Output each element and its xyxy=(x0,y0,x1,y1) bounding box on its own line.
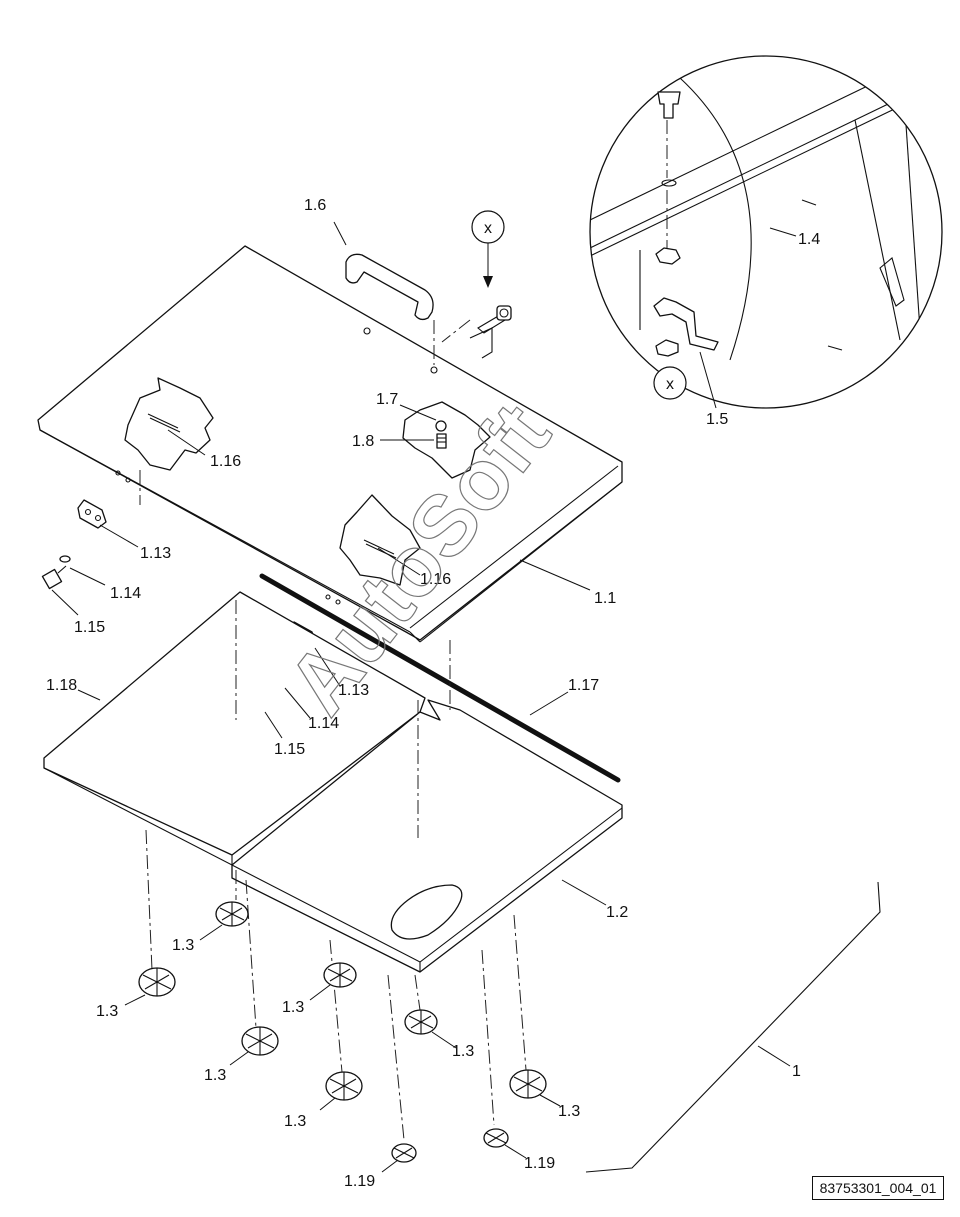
label-1-19-b: 1.19 xyxy=(524,1155,555,1172)
foot-1 xyxy=(215,901,249,927)
lock-assembly xyxy=(441,305,512,359)
label-1-8: 1.8 xyxy=(352,433,374,450)
foot-8 xyxy=(391,1143,417,1163)
label-1-3-g: 1.3 xyxy=(558,1103,580,1120)
label-1-3-b: 1.3 xyxy=(96,1003,118,1020)
label-1-18: 1.18 xyxy=(46,677,77,694)
svg-text:x: x xyxy=(484,220,492,237)
callout-x-detail: x xyxy=(653,366,687,400)
hinge-left xyxy=(77,499,107,529)
label-1-3-a: 1.3 xyxy=(172,937,194,954)
foot-parts xyxy=(138,901,547,1163)
washer-left xyxy=(59,555,71,563)
foot-5 xyxy=(404,1009,438,1035)
cutout-window-left xyxy=(124,377,214,471)
bolt-left xyxy=(41,565,67,590)
label-1-14-b: 1.14 xyxy=(308,715,339,732)
assembly-bracket xyxy=(585,881,881,1173)
foot-2 xyxy=(138,967,176,997)
right-panel-part xyxy=(231,699,623,973)
label-1-19-a: 1.19 xyxy=(344,1173,375,1190)
foot-9 xyxy=(483,1128,509,1148)
rod-part xyxy=(259,573,621,783)
detail-view xyxy=(589,55,943,409)
label-1-3-c: 1.3 xyxy=(282,999,304,1016)
label-1-15-a: 1.15 xyxy=(74,619,105,636)
label-1: 1 xyxy=(792,1063,801,1080)
label-1-5: 1.5 xyxy=(706,411,728,428)
handle-part xyxy=(345,253,434,321)
bolt-part-1-8 xyxy=(435,420,447,449)
part-labels: 1.6 1.7 1.8 1.16 1.16 1.1 1.13 1.14 1.15… xyxy=(46,197,820,1190)
label-1-7: 1.7 xyxy=(376,391,398,408)
label-1-3-f: 1.3 xyxy=(284,1113,306,1130)
label-1-17: 1.17 xyxy=(568,677,599,694)
label-1-14-a: 1.14 xyxy=(110,585,141,602)
label-1-2: 1.2 xyxy=(606,904,628,921)
assembly-lines xyxy=(139,320,527,1141)
label-1-16-b: 1.16 xyxy=(420,571,451,588)
label-1-13-a: 1.13 xyxy=(140,545,171,562)
drawing-id: 83753301_004_01 xyxy=(812,1176,944,1200)
top-cover-part xyxy=(37,245,623,643)
foot-6 xyxy=(325,1071,363,1101)
label-1-13-b: 1.13 xyxy=(338,682,369,699)
label-1-15-b: 1.15 xyxy=(274,741,305,758)
svg-text:x: x xyxy=(666,376,674,393)
label-1-6: 1.6 xyxy=(304,197,326,214)
foot-7 xyxy=(509,1069,547,1099)
foot-4 xyxy=(241,1026,279,1056)
label-1-1: 1.1 xyxy=(594,590,616,607)
callout-x-top: x xyxy=(471,210,505,288)
leader-lines xyxy=(51,221,797,1173)
foot-3 xyxy=(323,962,357,988)
label-1-4: 1.4 xyxy=(798,231,820,248)
label-1-3-d: 1.3 xyxy=(204,1067,226,1084)
label-1-16-a: 1.16 xyxy=(210,453,241,470)
label-1-3-e: 1.3 xyxy=(452,1043,474,1060)
